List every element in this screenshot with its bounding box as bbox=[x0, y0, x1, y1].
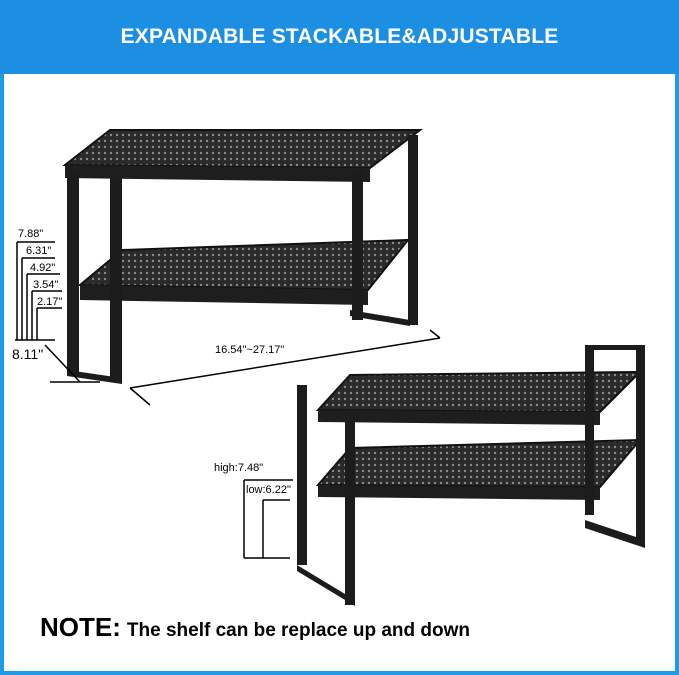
height-label-4: 3.54" bbox=[33, 279, 59, 291]
height-label-1: 7.88" bbox=[18, 228, 44, 240]
height-label-5: 2.17" bbox=[37, 296, 63, 308]
shelf-unit-stacked bbox=[297, 345, 645, 606]
low-label: low:6.22" bbox=[246, 484, 291, 496]
note-label: NOTE: bbox=[40, 612, 121, 642]
note: NOTE:The shelf can be replace up and dow… bbox=[40, 612, 470, 643]
high-label: high:7.48" bbox=[214, 462, 264, 474]
banner-title: EXPANDABLE STACKABLE&ADJUSTABLE bbox=[0, 0, 679, 74]
width-label: 16.54"~27.17" bbox=[215, 344, 285, 356]
depth-label: 8.11" bbox=[12, 346, 44, 362]
dimension-lines-top bbox=[15, 241, 441, 406]
height-label-2: 6.31" bbox=[26, 245, 52, 257]
note-text: The shelf can be replace up and down bbox=[126, 620, 471, 641]
shelf-unit-expanded bbox=[62, 129, 423, 384]
height-label-3: 4.92" bbox=[30, 262, 56, 274]
dimension-lines-bottom bbox=[243, 479, 293, 559]
